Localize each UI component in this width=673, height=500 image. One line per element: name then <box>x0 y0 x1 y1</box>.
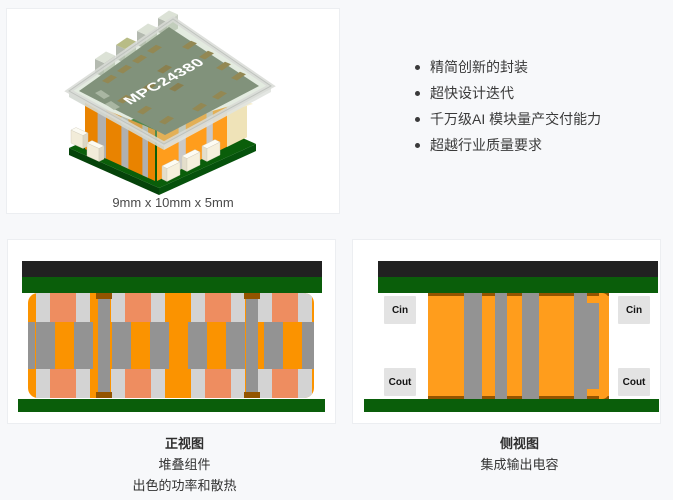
side-view-card: Cin Cin Cout Cout <box>352 239 661 424</box>
bullet-icon <box>415 64 420 70</box>
through-pillar <box>246 293 258 398</box>
bullet-icon <box>415 142 420 148</box>
hero-card: MPC24380 9mm x 10mm x 5mm <box>6 8 340 214</box>
cout-label-left: Cout <box>384 368 416 396</box>
bullet-icon <box>415 90 420 96</box>
bullet-icon <box>415 116 420 122</box>
front-view-line2: 出色的功率和散热 <box>132 478 237 493</box>
feature-label: 千万级AI 模块量产交付能力 <box>430 111 602 127</box>
side-view-title: 侧视图 <box>499 436 539 451</box>
feature-label: 超快设计迭代 <box>430 85 514 101</box>
through-pillar <box>98 293 110 398</box>
front-view-caption: 正视图 堆叠组件 出色的功率和散热 <box>20 433 349 496</box>
front-view-card <box>7 239 336 424</box>
feature-label: 超越行业质量要求 <box>430 137 542 153</box>
bottom-pcb-green-bar <box>364 399 659 412</box>
module-dimensions: 9mm x 10mm x 5mm <box>112 195 234 210</box>
feature-item: 千万级AI 模块量产交付能力 <box>415 106 601 132</box>
top-pcb-black-bar <box>22 261 322 277</box>
module-pillar-stripes <box>28 322 314 369</box>
top-pcb-black-bar <box>378 261 658 277</box>
front-view-line1: 堆叠组件 <box>158 457 211 472</box>
side-view-caption: 侧视图 集成输出电容 <box>365 433 673 475</box>
feature-item: 超越行业质量要求 <box>415 132 601 158</box>
front-view-module <box>28 293 314 398</box>
front-view-title: 正视图 <box>164 436 204 451</box>
output-cap-bracket <box>599 293 609 399</box>
cout-label-right: Cout <box>618 368 650 396</box>
side-view-module <box>428 293 609 399</box>
top-pcb-green-bar <box>22 277 322 293</box>
cin-label-right: Cin <box>618 296 650 324</box>
feature-item: 超快设计迭代 <box>415 80 601 106</box>
top-pcb-green-bar <box>378 277 658 293</box>
substrate <box>79 27 259 135</box>
capacitors <box>70 127 221 182</box>
bottom-pcb-green-bar <box>18 399 325 412</box>
features-list: 精简创新的封装 超快设计迭代 千万级AI 模块量产交付能力 超越行业质量要求 <box>415 54 601 158</box>
feature-item: 精简创新的封装 <box>415 54 601 80</box>
module-3d-render: MPC24380 <box>64 10 276 195</box>
side-view-line1: 集成输出电容 <box>480 457 559 472</box>
feature-label: 精简创新的封装 <box>430 59 528 75</box>
lid: MPC24380 <box>64 15 276 150</box>
cin-label-left: Cin <box>384 296 416 324</box>
